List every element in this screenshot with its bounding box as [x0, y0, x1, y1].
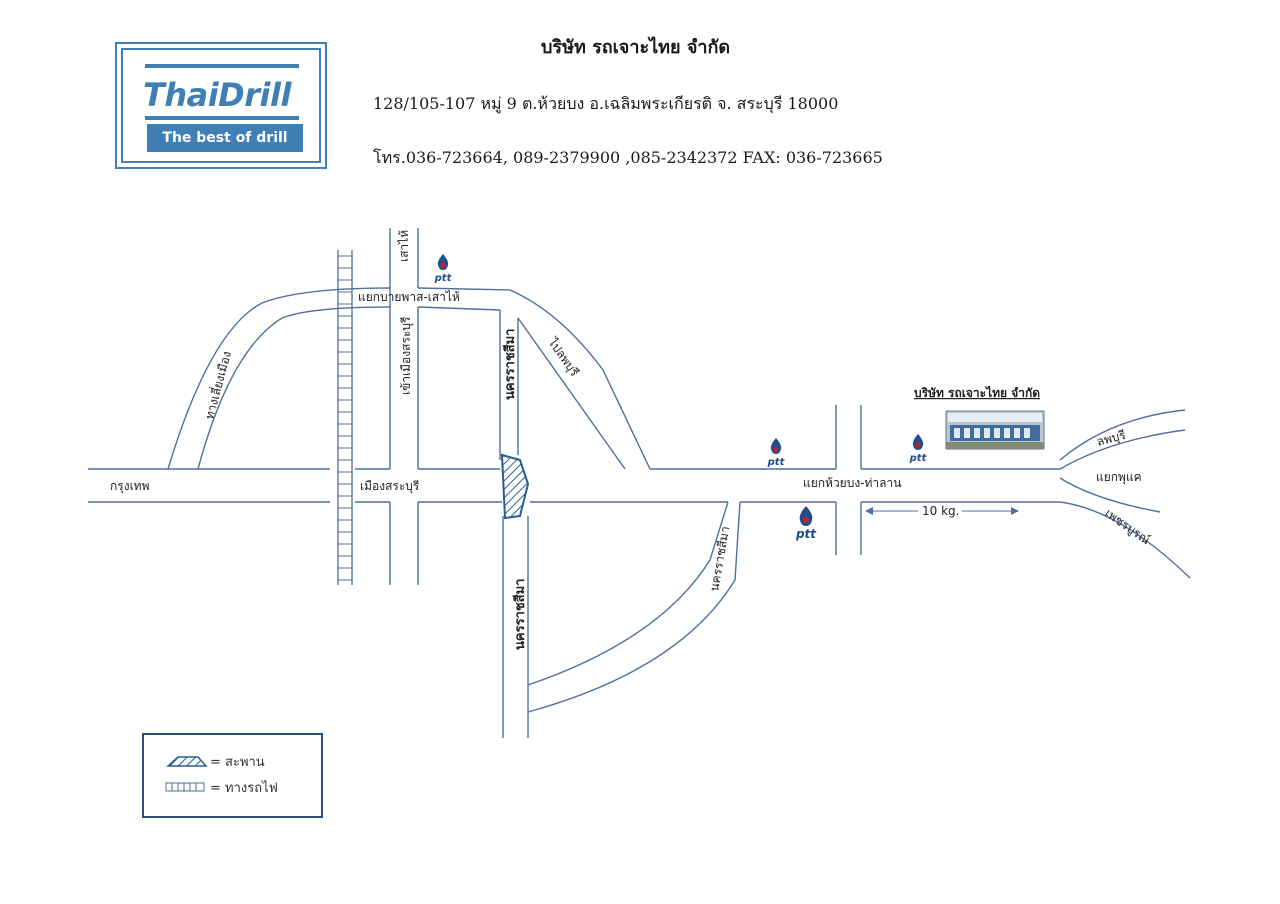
label-huai-bong-junction: แยกห้วยบง-ท่าลาน: [803, 476, 901, 490]
company-name: บริษัท รถเจาะไทย จำกัด: [541, 37, 731, 58]
label-bypass-road: ทางเลี่ยงเมือง: [200, 349, 234, 421]
thaidrill-logo: ThaiDrill The best of drill: [115, 42, 327, 169]
label-bangkok: กรุงเทพ: [110, 479, 150, 494]
legend-railway-row: = ทางรถไฟ: [164, 777, 278, 798]
ptt-label: ptt: [909, 453, 928, 464]
ptt-station-icon: ptt: [767, 438, 786, 468]
label-sao-hai: เสาไห้: [397, 230, 411, 262]
label-phukae-junction: แยกพุแค: [1096, 470, 1142, 485]
label-phetchabun: เพชรบูรณ์: [1102, 506, 1153, 548]
ptt-station-icon: ptt: [909, 434, 928, 464]
railway: [337, 250, 353, 585]
legend-bridge-row: = สะพาน: [164, 751, 265, 772]
saraburi-road: [389, 228, 419, 585]
logo-bottom-rule: [145, 116, 299, 120]
label-nakhon-ratchasima-south: นครราชสีมา: [512, 579, 528, 650]
nakhon-ratchasima-road: [499, 310, 741, 738]
ptt-station-icon: ptt: [795, 506, 817, 541]
bypass-loop: [167, 287, 651, 470]
company-address: 128/105-107 หมู่ 9 ต.ห้วยบง อ.เฉลิมพระเก…: [373, 94, 839, 113]
label-distance: 10 kg.: [922, 504, 959, 518]
legend-railway-label: = ทางรถไฟ: [210, 781, 278, 796]
logo-wordmark: ThaiDrill: [143, 76, 291, 114]
logo-slogan: The best of drill: [147, 124, 303, 152]
ptt-label: ptt: [434, 273, 453, 284]
huai-bong-road: [835, 405, 862, 555]
bridge-legend-icon: [164, 754, 210, 772]
label-bypass-junction: แยกบายพาส-เสาไห้: [358, 290, 460, 304]
company-building-photo: [945, 410, 1045, 450]
label-mueang-saraburi: เมืองสระบุรี: [360, 479, 420, 494]
label-nakhon-ratchasima-north: นครราชสีมา: [502, 329, 518, 400]
railway-legend-icon: [164, 780, 210, 798]
ptt-station-icon: ptt: [434, 254, 453, 284]
label-saraburi-road: เข้าเมืองสระบุรี: [399, 316, 414, 395]
bridge-symbol: [500, 453, 530, 520]
main-highway: [88, 409, 1191, 579]
logo-top-rule: [145, 64, 299, 68]
ptt-label: ptt: [795, 527, 817, 541]
company-phones: โทร.036-723664, 089-2379900 ,085-2342372…: [373, 148, 883, 167]
ptt-label: ptt: [767, 457, 786, 468]
label-to-lopburi: ไปลพบุรี: [544, 335, 582, 380]
logo-frame: ThaiDrill The best of drill: [121, 48, 321, 163]
map-legend: = สะพาน = ทางรถไฟ: [142, 733, 323, 818]
legend-bridge-label: = สะพาน: [210, 755, 265, 770]
label-company-on-map: บริษัท รถเจาะไทย จำกัด: [914, 385, 1040, 400]
